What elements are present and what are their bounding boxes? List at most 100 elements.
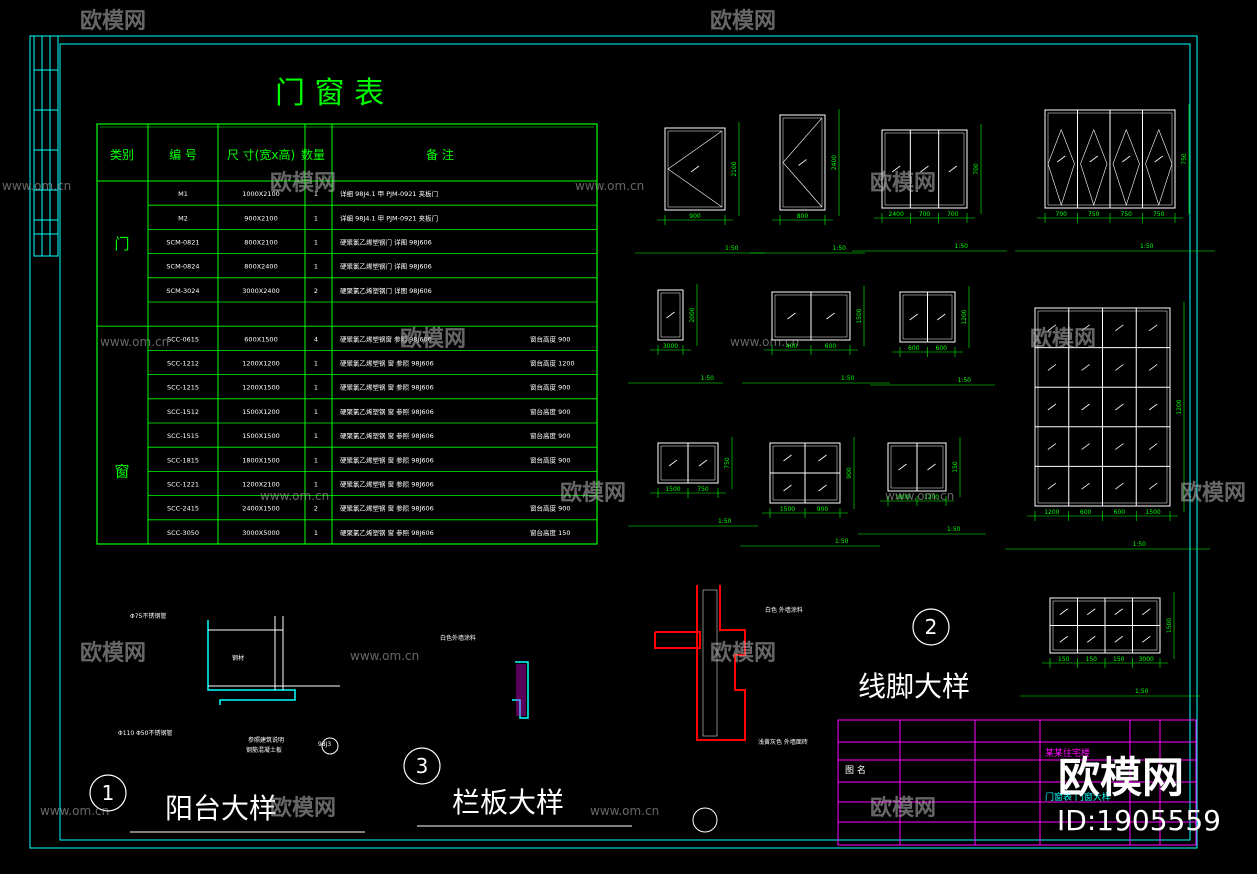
dimension-label: 750	[1153, 211, 1165, 218]
parapet-section	[512, 661, 529, 719]
window-elevation	[657, 289, 684, 341]
schedule-header-4: 备 注	[426, 147, 454, 162]
row-note: 硬聚氯乙烯塑钢 窗 参照 98J606	[340, 407, 434, 416]
detail2-note: 白色 外墙涂料	[765, 606, 803, 614]
row-size: 2400X1500	[242, 505, 280, 513]
scale-label: 1:50	[1135, 688, 1149, 695]
titleblock-sheet-name: 门窗表 门窗大样	[1045, 791, 1111, 803]
detail1-note: 98J3	[318, 741, 331, 748]
dimension-label: 900	[817, 506, 829, 513]
row-code: SCM-0821	[166, 239, 199, 247]
row-code: SCC-1215	[167, 384, 199, 392]
dimension-label: 1500	[780, 506, 795, 513]
row-code: M2	[178, 214, 188, 222]
row-code: SCC-1212	[167, 360, 199, 368]
group-label-door: 门	[114, 235, 129, 253]
dimension-label: 600	[825, 343, 837, 350]
dimension-label: 800	[797, 213, 809, 220]
watermark-brand: 欧模网	[870, 795, 936, 821]
watermark-site: www.om.cn	[575, 179, 644, 193]
watermark-site: www.om.cn	[885, 489, 954, 503]
row-qty: 1	[314, 408, 318, 416]
schedule-border	[96, 123, 598, 545]
watermark-site: www.om.cn	[260, 489, 329, 503]
row-code: SCC-1512	[167, 408, 199, 416]
detail1-note: 参照建筑说明	[248, 736, 284, 744]
scale-label: 1:50	[841, 375, 855, 382]
row-note: 硬聚氯乙烯塑钢 窗 参照 98J606	[340, 359, 434, 368]
row-size: 1500X1500	[242, 432, 280, 440]
watermark-brand: 欧模网	[270, 795, 336, 821]
row-code: SCC-1515	[167, 432, 199, 440]
dimension-label: 600	[908, 345, 920, 352]
dimension-label: 600	[936, 345, 948, 352]
row-code: SCC-1815	[167, 456, 199, 464]
row-size: 600X1500	[244, 335, 277, 343]
window-elevation	[881, 129, 968, 209]
detail1-note: 钢筋混凝土板	[246, 746, 282, 754]
row-note: 硬聚氯乙烯塑钢 窗 参照 98J606	[340, 383, 434, 392]
row-note: 硬聚氯乙烯塑钢 窗 参照 98J606	[340, 528, 434, 537]
row-size: 1200X1200	[242, 360, 280, 368]
watermark-brand: 欧模网	[400, 326, 466, 352]
row-note: 硬聚氯乙烯塑钢门 详图 98J606	[340, 262, 432, 271]
dimension-label: 750	[697, 486, 709, 493]
row-qty: 1	[314, 360, 318, 368]
row-qty: 1	[314, 190, 318, 198]
detail1-note: Φ75不锈钢管	[130, 612, 166, 620]
watermark-brand: 欧模网	[710, 640, 776, 666]
dimension-label: 3000	[1139, 656, 1154, 663]
dimension-label: 1200	[1044, 509, 1059, 516]
row-sill: 窗台高度 900	[530, 407, 570, 416]
row-note: 硬聚氯乙烯塑钢 窗 参照 98J606	[340, 480, 434, 489]
row-code: M1	[178, 190, 188, 198]
binding-strip	[33, 35, 59, 257]
detail-title: 阳台大样	[165, 792, 277, 825]
detail3-note: 白色外墙涂料	[440, 634, 476, 642]
row-size: 800X2400	[244, 263, 277, 271]
dimension-label: 1200	[1176, 399, 1183, 414]
row-note: 硬聚氯乙烯塑钢窗 参照 98J606	[340, 334, 432, 343]
dimension-label: 700	[1056, 211, 1068, 218]
row-code: SCC-2415	[167, 505, 199, 513]
watermark-site: www.om.cn	[730, 335, 799, 349]
dimension-label: 1500	[1145, 509, 1160, 516]
row-sill: 窗台高度 1200	[530, 359, 575, 368]
scale-label: 1:50	[701, 375, 715, 382]
drawing-frame-outer	[29, 35, 1198, 849]
detail2-note: 浅黄灰色 外墙面砖	[758, 738, 808, 746]
row-qty: 1	[314, 239, 318, 247]
dimension-label: 3000	[663, 343, 678, 350]
dimension-label: 150	[1113, 656, 1125, 663]
detail-number-circle	[403, 747, 441, 785]
dimension-label: 2100	[731, 161, 738, 176]
window-elevation	[664, 127, 726, 211]
watermark-site: www.om.cn	[590, 804, 659, 818]
dimension-label: 700	[973, 163, 980, 175]
scale-label: 1:50	[947, 526, 961, 533]
row-note: 硬聚氯乙烯塑钢 窗 参照 98J606	[340, 455, 434, 464]
row-size: 1000X2100	[242, 190, 280, 198]
row-qty: 2	[314, 287, 318, 295]
dimension-label: 600	[1080, 509, 1092, 516]
row-note: 详细 98J4.1 甲 PJM-0921 夹板门	[340, 213, 438, 222]
scale-label: 1:50	[1140, 243, 1154, 250]
dimension-label: 150	[1086, 656, 1098, 663]
dimension-label: 700	[947, 211, 959, 218]
row-qty: 1	[314, 456, 318, 464]
schedule-header-0: 类别	[110, 148, 134, 162]
dimension-label: 750	[1181, 153, 1188, 165]
scale-label: 1:50	[725, 245, 739, 252]
dimension-label: 1500	[665, 486, 680, 493]
dimension-label: 150	[1058, 656, 1070, 663]
watermark-site: www.om.cn	[100, 335, 169, 349]
row-code: SCC-3050	[167, 529, 199, 537]
watermark-brand: 欧模网	[270, 170, 336, 196]
scale-label: 1:50	[955, 243, 969, 250]
watermark-site: www.om.cn	[2, 179, 71, 193]
detail-number-circle	[89, 774, 127, 812]
detail1-note: Φ110 Φ50不锈钢管	[118, 729, 172, 737]
dimension-label: 1200	[924, 494, 939, 501]
